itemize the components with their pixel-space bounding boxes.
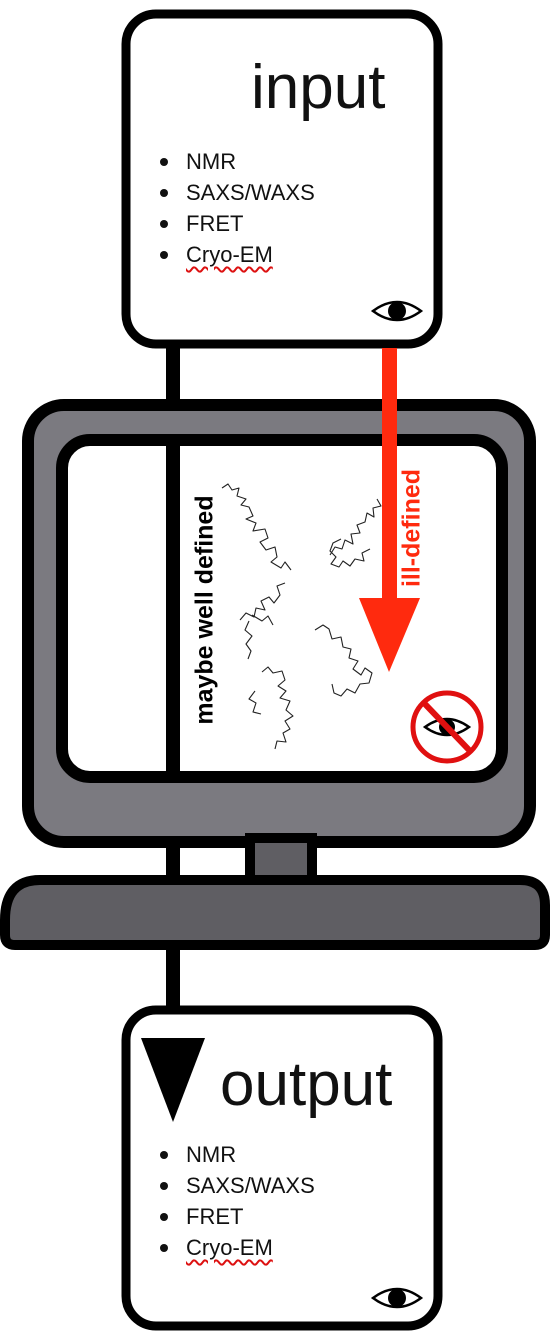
input-list: NMR SAXS/WAXS FRET Cryo-EM xyxy=(154,146,414,270)
list-item: NMR xyxy=(154,1139,414,1170)
list-item: Cryo-EM xyxy=(154,1232,414,1263)
list-item: SAXS/WAXS xyxy=(154,177,414,208)
monitor-base xyxy=(5,880,545,945)
list-item: FRET xyxy=(154,1201,414,1232)
output-title: output xyxy=(220,1054,392,1116)
list-item: NMR xyxy=(154,146,414,177)
list-item: FRET xyxy=(154,208,414,239)
list-item: SAXS/WAXS xyxy=(154,1170,414,1201)
output-list: NMR SAXS/WAXS FRET Cryo-EM xyxy=(154,1139,414,1263)
red-arrow-shaft xyxy=(382,348,397,598)
maybe-well-defined-label: maybe well defined xyxy=(193,495,218,724)
list-item: Cryo-EM xyxy=(154,239,414,270)
ill-defined-label: ill-defined xyxy=(400,469,425,587)
no-eye-icon xyxy=(413,693,481,761)
input-title: input xyxy=(251,57,385,119)
left-flow-line-screen xyxy=(166,446,180,771)
